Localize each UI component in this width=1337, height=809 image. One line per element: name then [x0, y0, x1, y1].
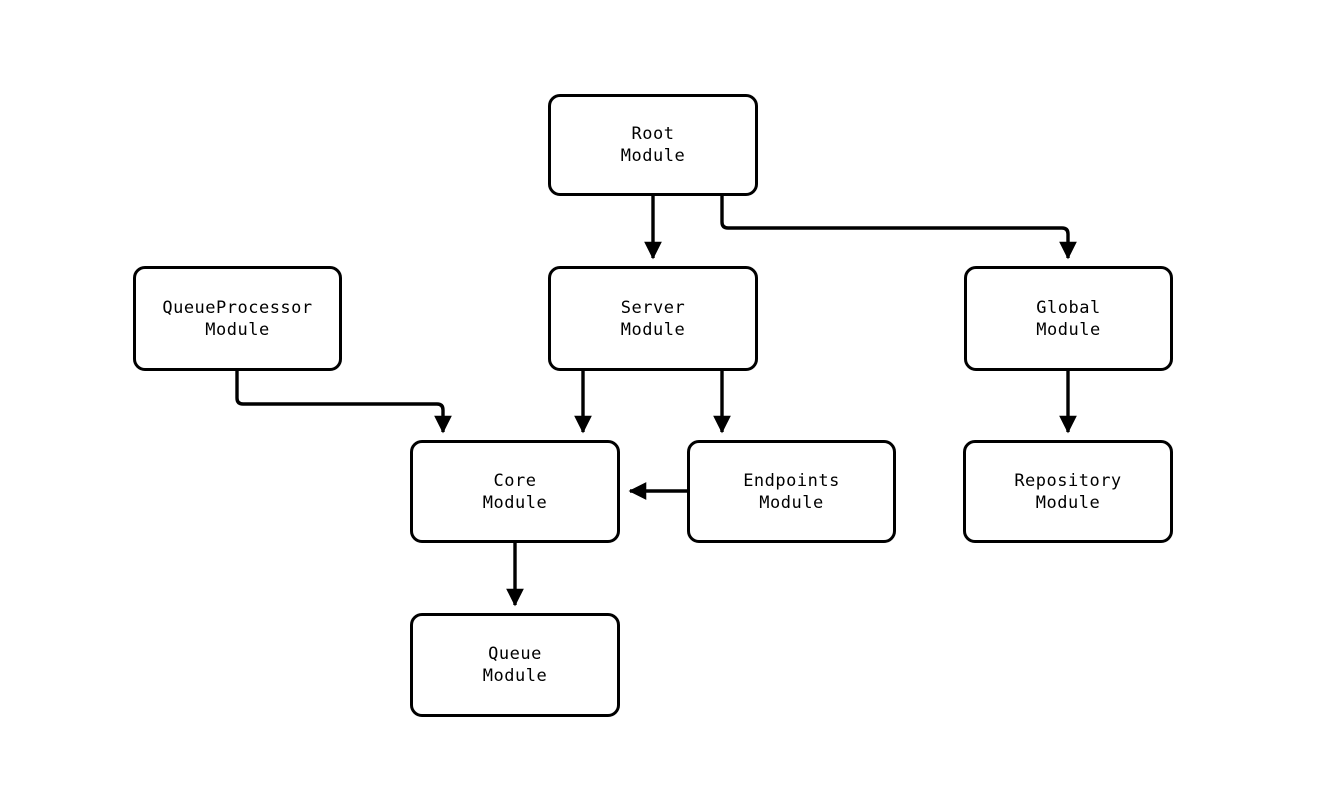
node-queue-module[interactable]: Queue Module	[410, 613, 620, 717]
node-endpoints-module-label: Endpoints Module	[743, 470, 840, 513]
node-endpoints-module[interactable]: Endpoints Module	[687, 440, 896, 543]
node-core-module-label: Core Module	[482, 470, 548, 513]
edge-root-to-global	[720, 196, 1077, 260]
edge-queueprocessor-to-core	[235, 371, 452, 434]
node-global-module-label: Global Module	[1036, 297, 1101, 340]
node-repository-module-label: Repository Module	[1014, 470, 1122, 513]
node-queueprocessor-module[interactable]: QueueProcessor Module	[133, 266, 342, 371]
node-root-module-label: Root Module	[620, 124, 686, 166]
node-repository-module[interactable]: Repository Module	[963, 440, 1173, 543]
node-global-module[interactable]: Global Module	[964, 266, 1173, 371]
node-server-module[interactable]: Server Module	[548, 266, 758, 371]
node-core-module[interactable]: Core Module	[410, 440, 620, 543]
node-queueprocessor-module-label: QueueProcessor Module	[162, 297, 313, 340]
node-queue-module-label: Queue Module	[482, 644, 548, 686]
node-server-module-label: Server Module	[620, 297, 686, 340]
node-root-module[interactable]: Root Module	[548, 94, 758, 196]
